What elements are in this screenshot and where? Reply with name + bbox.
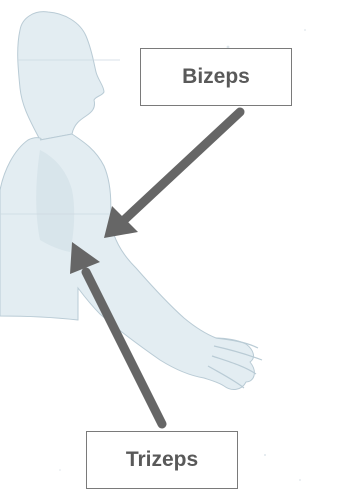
bizeps-arrow xyxy=(104,112,240,238)
head xyxy=(18,12,104,140)
trizeps-label-box: Trizeps xyxy=(86,431,238,489)
bizeps-label: Bizeps xyxy=(182,65,250,89)
trizeps-label: Trizeps xyxy=(126,448,198,472)
bizeps-label-box: Bizeps xyxy=(140,48,292,106)
